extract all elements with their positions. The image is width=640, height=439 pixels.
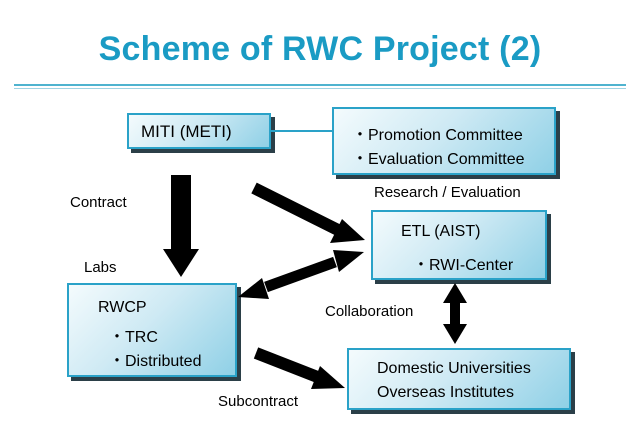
evaluation-committee-item: ・Evaluation Committee <box>352 151 525 168</box>
trc-label: ・TRC <box>109 329 158 346</box>
rwcp-box: RWCP ・TRC ・Distributed <box>67 283 237 377</box>
slide-title: Scheme of RWC Project (2) <box>98 30 542 68</box>
universities-box: Domestic Universities Overseas Institute… <box>347 348 571 410</box>
rwi-center-label: ・RWI-Center <box>413 257 514 274</box>
miti-box: MITI (METI) <box>127 113 271 149</box>
promotion-committee-item: ・Promotion Committee <box>352 127 523 144</box>
distributed-label: ・Distributed <box>109 353 202 370</box>
title-underline-secondary <box>14 88 626 89</box>
etl-label: ETL (AIST) <box>401 223 481 240</box>
miti-label: MITI (METI) <box>141 122 232 141</box>
domestic-universities-label: Domestic Universities <box>377 360 531 377</box>
subcontract-label: Subcontract <box>218 393 299 410</box>
arrow-rwcp-to-universities <box>253 347 345 389</box>
overseas-institutes-label: Overseas Institutes <box>377 384 514 401</box>
research-evaluation-label: Research / Evaluation <box>374 184 521 201</box>
arrow-etl-rwcp-double <box>238 250 364 299</box>
rwcp-label: RWCP <box>98 299 147 316</box>
committees-box: ・Promotion Committee ・Evaluation Committ… <box>332 107 556 175</box>
title-underline <box>14 84 626 86</box>
arrow-miti-to-rwcp <box>163 175 199 277</box>
etl-box: ETL (AIST) ・RWI-Center <box>371 210 547 280</box>
contract-label: Contract <box>70 194 127 211</box>
miti-committee-connector <box>271 130 332 132</box>
arrow-etl-universities-double <box>443 283 467 344</box>
labs-label: Labs <box>84 259 117 276</box>
arrow-miti-to-etl <box>251 182 365 243</box>
collaboration-label: Collaboration <box>325 303 414 320</box>
